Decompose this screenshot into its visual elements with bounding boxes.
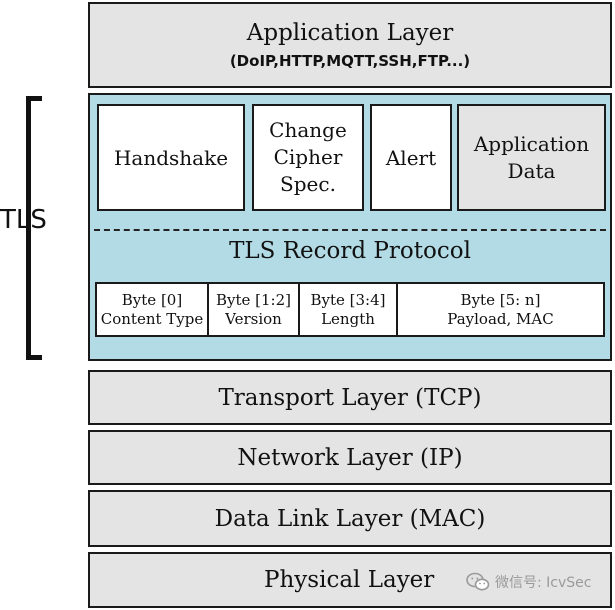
record-field-bytes: Byte [5: n]	[460, 290, 541, 309]
transport-layer-label: Transport Layer (TCP)	[218, 384, 482, 411]
handshake-label: Handshake	[113, 145, 229, 170]
network-layer-box: Network Layer (IP)	[88, 430, 612, 485]
change-cipher-spec-label: Change Cipher Spec.	[269, 118, 347, 196]
record-field-label: Payload, MAC	[447, 309, 554, 328]
record-field-content-type: Byte [0] Content Type	[95, 282, 209, 337]
application-data-label: Application Data	[473, 131, 590, 183]
network-layer-label: Network Layer (IP)	[237, 444, 463, 471]
alert-box: Alert	[370, 104, 452, 211]
application-layer-title: Application Layer	[246, 20, 454, 46]
tls-record-protocol-title: TLS Record Protocol	[229, 238, 471, 264]
physical-layer-label: Physical Layer	[264, 567, 435, 593]
record-field-bytes: Byte [0]	[121, 290, 183, 309]
application-data-box: Application Data	[457, 104, 606, 211]
watermark-text: 微信号: IcvSec	[495, 575, 592, 591]
transport-layer-box: Transport Layer (TCP)	[88, 370, 612, 425]
record-field-label: Version	[225, 309, 282, 328]
data-link-layer-label: Data Link Layer (MAC)	[214, 505, 486, 532]
record-field-bytes: Byte [1:2]	[215, 290, 291, 309]
watermark: 微信号: IcvSec	[466, 572, 591, 592]
record-field-label: Length	[321, 309, 375, 328]
tls-bracket	[26, 96, 42, 360]
wechat-icon	[466, 572, 490, 591]
dashed-divider	[94, 229, 606, 231]
tls-label: TLS	[0, 205, 47, 235]
change-cipher-spec-box: Change Cipher Spec.	[252, 104, 364, 211]
data-link-layer-box: Data Link Layer (MAC)	[88, 490, 612, 547]
record-field-label: Content Type	[100, 309, 204, 328]
application-layer-box: Application Layer (DoIP,HTTP,MQTT,SSH,FT…	[88, 2, 612, 88]
physical-layer-box: Physical Layer	[88, 552, 612, 608]
alert-label: Alert	[385, 145, 437, 170]
handshake-box: Handshake	[97, 104, 245, 211]
application-layer-protocols: (DoIP,HTTP,MQTT,SSH,FTP...)	[229, 52, 471, 70]
record-field-bytes: Byte [3:4]	[310, 290, 386, 309]
record-field-payload-mac: Byte [5: n] Payload, MAC	[396, 282, 605, 337]
record-field-version: Byte [1:2] Version	[207, 282, 300, 337]
record-field-length: Byte [3:4] Length	[298, 282, 398, 337]
